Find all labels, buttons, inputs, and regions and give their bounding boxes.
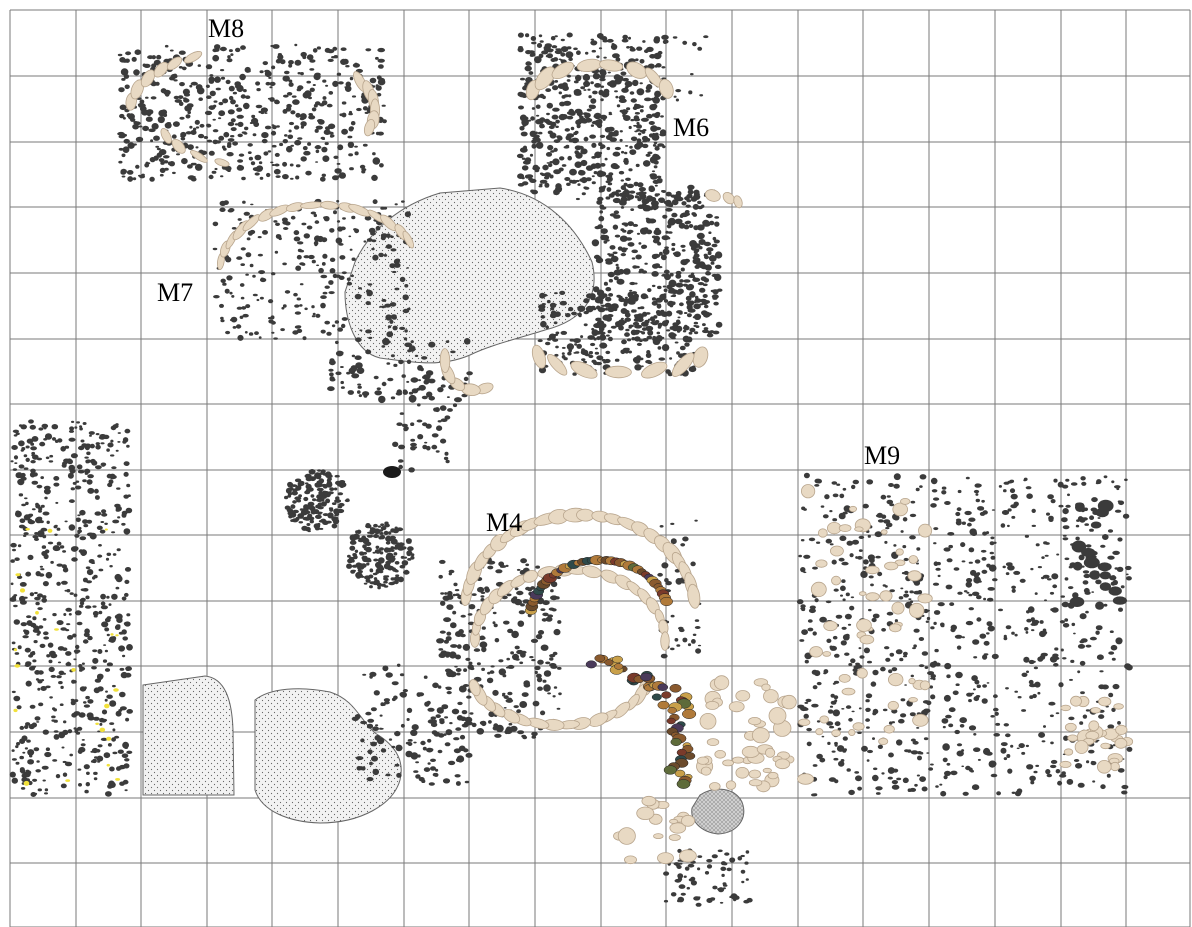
label-m6: M6 <box>673 113 709 142</box>
sand-patch-lower-left <box>142 675 235 796</box>
sand-patch-central <box>344 187 595 364</box>
yellow-stone-markers <box>13 528 121 786</box>
label-m4: M4 <box>486 508 522 537</box>
label-m8: M8 <box>208 14 244 43</box>
label-m9: M9 <box>864 441 900 470</box>
gravel-patch <box>691 788 745 835</box>
large-dark-stone <box>383 466 401 478</box>
multicolor-stone-path <box>524 555 697 789</box>
label-m7: M7 <box>157 278 193 307</box>
sand-patch-lower-center <box>254 688 402 824</box>
light-stone-arcs <box>125 51 1134 865</box>
